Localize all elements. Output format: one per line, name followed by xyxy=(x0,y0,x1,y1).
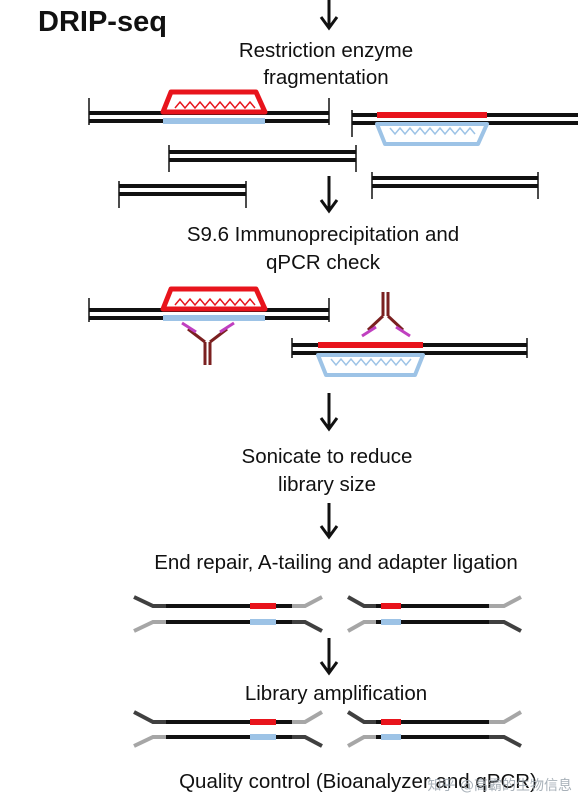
antibody-icon xyxy=(361,292,411,338)
step-ip-line2: qPCR check xyxy=(266,251,381,274)
library-fragment xyxy=(133,595,323,633)
step-end-repair: End repair, A-tailing and adapter ligati… xyxy=(154,551,518,574)
down-arrow-icon xyxy=(319,176,339,214)
r-loop-fragment xyxy=(291,338,528,377)
step-quality-control: Quality control (Bioanalyzer and qPCR) xyxy=(179,770,537,793)
watermark: 知乎 @高霸的生物信息 xyxy=(428,777,572,794)
r-loop-fragment xyxy=(88,286,330,322)
down-arrow-icon xyxy=(319,503,339,540)
step-sonicate-line1: Sonicate to reduce xyxy=(242,445,413,468)
down-arrow-icon xyxy=(319,393,339,432)
library-fragment xyxy=(347,595,522,633)
down-arrow-icon xyxy=(319,638,339,676)
dna-fragment xyxy=(118,181,247,208)
step-ip-line1: S9.6 Immunoprecipitation and xyxy=(187,223,459,246)
antibody-icon xyxy=(181,321,235,365)
r-loop-fragment xyxy=(88,89,330,125)
r-loop-fragment xyxy=(351,110,578,146)
step-fragmentation-line1: Restriction enzyme xyxy=(239,39,413,62)
dna-fragment xyxy=(168,145,357,172)
step-fragmentation-line2: fragmentation xyxy=(263,66,388,89)
diagram-title: DRIP-seq xyxy=(38,6,167,38)
library-fragment xyxy=(346,710,523,748)
down-arrow-icon xyxy=(319,0,339,31)
step-amplification: Library amplification xyxy=(245,682,427,705)
dna-fragment xyxy=(371,172,539,199)
step-sonicate-line2: library size xyxy=(278,473,376,496)
library-fragment xyxy=(133,710,324,748)
